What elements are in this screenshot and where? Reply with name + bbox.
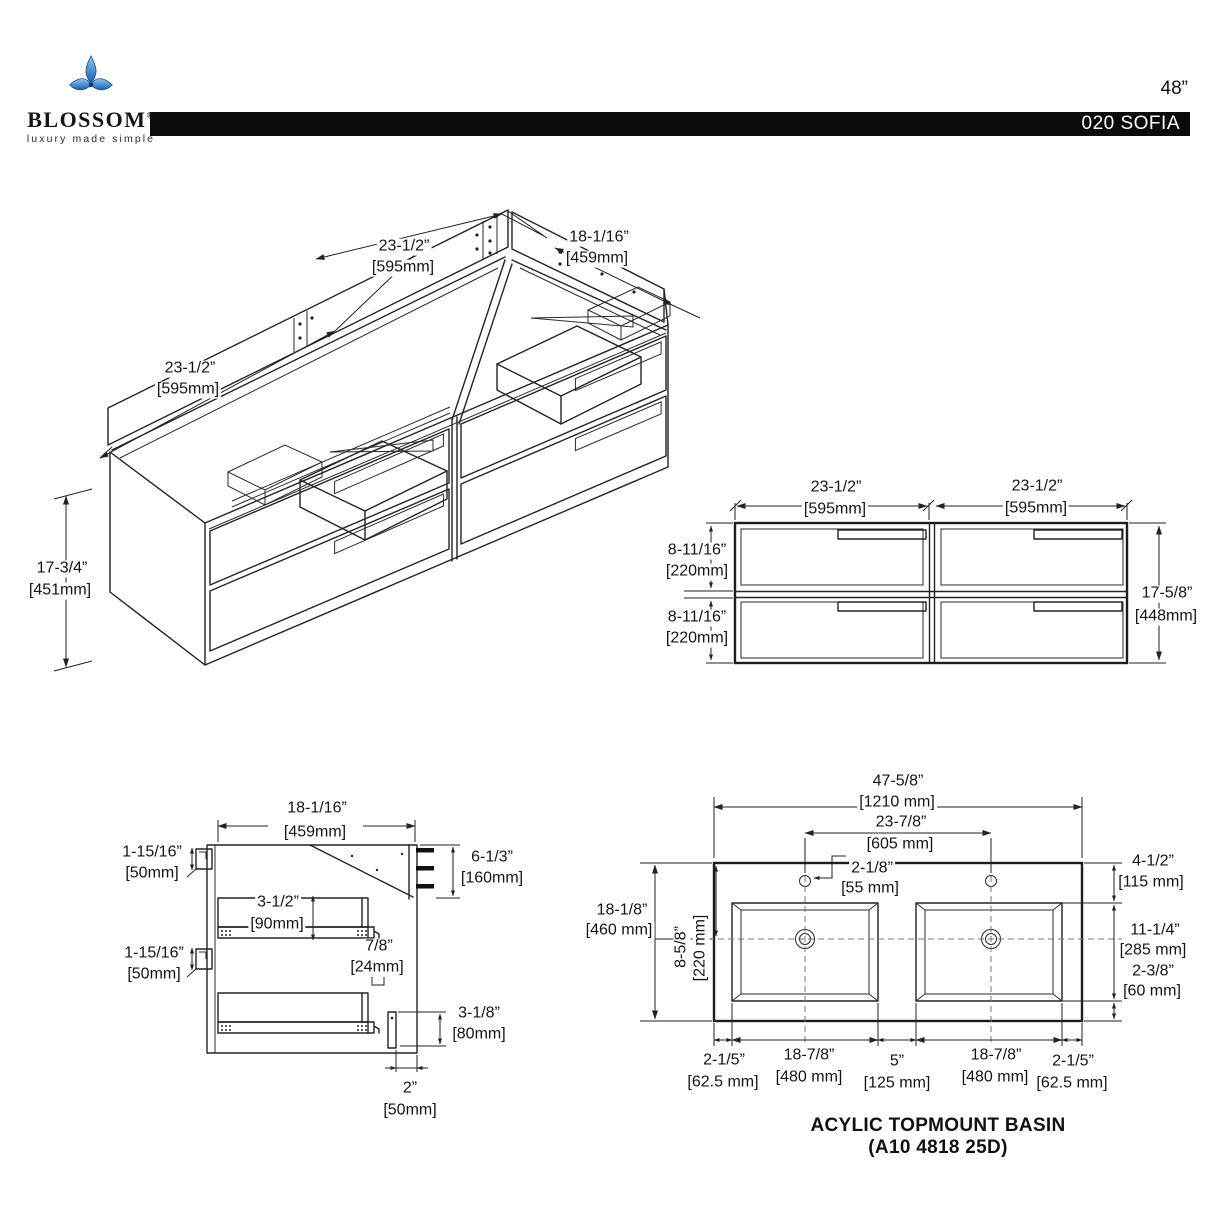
dim-label-basin-left-in: 18-1/8” [594,901,650,920]
dim-label-front-total-mm: [448mm] [1132,607,1200,626]
product-size-label: 48” [1160,78,1188,99]
dim-label-basin-b2-in: 18-7/8” [781,1046,837,1065]
dim-label-basin-leftrot-in: 8-5/8” [672,924,691,970]
dim-label-basin-b4-mm: [480 mm] [959,1068,1031,1087]
dim-label-iso-height-mm: [451mm] [26,581,94,600]
dim-label-basin-b4-in: 18-7/8” [968,1046,1024,1065]
dim-label-basin-faucetspan-in: 23-7/8” [873,813,929,832]
dim-label-side-rail-in: 7/8” [363,937,395,956]
dim-label-side-bracket-mm: [160mm] [458,869,526,888]
dim-label-front-width1-in: 23-1/2” [808,478,864,497]
dim-label-basin-leftrot-mm: [220 mm] [691,912,710,984]
dim-label-front-width2-in: 23-1/2” [1009,477,1065,496]
dim-label-side-clip2-in: 1-15/16” [122,944,186,963]
dim-label-iso-depth-mm: [459mm] [563,249,631,268]
dim-label-iso-width-left-in: 23-1/2” [162,359,218,378]
dim-label-side-bracket-in: 6-1/3” [469,848,515,867]
dim-label-side-bottom-in: 2” [400,1079,420,1098]
dim-label-basin-faucetoff-in: 2-1/8” [849,859,895,878]
brand-logo: BLOSSOM® luxury made simple [26,54,156,145]
dim-label-basin-b5-in: 2-1/5” [1050,1052,1096,1071]
basin-caption-line1: ACYLIC TOPMOUNT BASIN [810,1115,1066,1136]
dim-label-iso-width-top-in: 23-1/2” [376,237,432,256]
dim-label-front-h2-in: 8-11/16” [665,608,729,627]
dim-label-side-clip1-in: 1-15/16” [120,843,184,862]
blossom-flower-icon [69,54,113,91]
dim-label-basin-b1-in: 2-1/5” [701,1051,747,1070]
dim-label-basin-right1-in: 4-1/2” [1130,852,1176,871]
dim-label-front-h1-mm: [220mm] [663,562,731,581]
dim-label-basin-right2-mm: [285 mm] [1117,941,1189,960]
dim-label-basin-faucetoff-mm: [55 mm] [839,879,901,898]
brand-tagline: luxury made simple [26,133,156,145]
dim-label-basin-overall-in: 47-5/8” [870,772,926,791]
dim-label-basin-right2-in: 11-1/4” [1128,921,1182,940]
dim-label-front-width1-mm: [595mm] [801,500,869,519]
dim-label-basin-right3-mm: [60 mm] [1121,982,1183,1001]
dim-label-front-total-in: 17-5/8” [1139,584,1195,603]
dim-label-iso-height-in: 17-3/4” [34,559,90,578]
dim-label-front-width2-mm: [595mm] [1002,499,1070,518]
dim-label-side-gap-mm: [90mm] [248,915,306,934]
dim-label-side-clip2-mm: [50mm] [125,965,183,984]
dim-label-basin-right3-in: 2-3/8” [1130,962,1176,981]
side-section-drawing [186,820,460,1072]
registered-mark: ® [146,110,155,121]
dim-label-iso-width-left-mm: [595mm] [154,380,222,399]
dim-label-basin-b2-mm: [480 mm] [773,1068,845,1087]
dim-label-side-bottom-mm: [50mm] [381,1101,439,1120]
dim-label-side-gap-in: 3-1/2” [255,893,301,912]
dim-label-basin-b3-in: 5” [887,1052,907,1071]
dim-label-front-h2-mm: [220mm] [663,629,731,648]
dim-label-side-rail-mm: [24mm] [348,958,406,977]
dim-label-front-h1-in: 8-11/16” [665,541,729,560]
dim-label-basin-b1-mm: [62.5 mm] [685,1073,761,1092]
dim-label-basin-right1-mm: [115 mm] [1116,873,1186,892]
dim-label-side-clip1-mm: [50mm] [123,864,181,883]
dim-label-side-top-mm: [459mm] [281,823,349,842]
dim-label-side-top-in: 18-1/16” [285,799,349,818]
dim-label-basin-b3-mm: [125 mm] [861,1074,933,1093]
basin-top-drawing [640,797,1122,1046]
dim-label-basin-faucetspan-mm: [605 mm] [864,835,936,854]
iso-cabinet-drawing [53,209,701,672]
dim-label-iso-depth-in: 18-1/16” [567,228,631,247]
dim-label-basin-left-mm: [460 mm] [583,921,655,940]
brand-name: BLOSSOM® [27,107,155,132]
dim-label-iso-width-top-mm: [595mm] [369,258,437,277]
basin-caption-line2: (A10 4818 25D) [868,1137,1008,1158]
model-name: 020 SOFIA [1081,113,1180,134]
title-bar: 020 SOFIA [150,112,1190,136]
dim-label-side-foot-in: 3-1/8” [456,1004,502,1023]
dim-label-basin-b5-mm: [62.5 mm] [1034,1074,1110,1093]
dim-label-side-foot-mm: [80mm] [450,1025,508,1044]
dim-label-basin-overall-mm: [1210 mm] [857,793,937,812]
